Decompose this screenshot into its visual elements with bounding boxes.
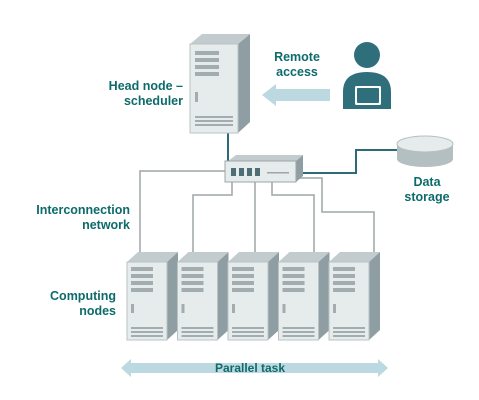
parallel-task-label: Parallel task — [214, 361, 286, 375]
network-switch-icon — [224, 155, 303, 183]
node-cable-1 — [139, 170, 225, 252]
head-node-server-icon — [189, 34, 250, 134]
remote-access-arrow — [262, 84, 330, 106]
network-cables — [139, 128, 400, 252]
switch-to-storage-cable — [296, 149, 400, 174]
head-node-label: Head node – scheduler — [108, 79, 183, 108]
interconnection-network-label: Interconnection network — [36, 203, 130, 232]
node-cable-5 — [296, 177, 375, 252]
computing-node-server-icon — [126, 252, 178, 341]
parallel-task-arrow — [121, 359, 388, 377]
data-storage-database-icon — [396, 135, 454, 167]
computing-node-server-icon — [177, 252, 229, 341]
node-cable-4 — [271, 182, 315, 252]
computing-node-server-icon — [278, 252, 330, 341]
computing-nodes-label: Computing nodes — [50, 289, 116, 318]
computing-nodes-group — [126, 252, 380, 341]
data-storage-label: Data storage — [404, 175, 450, 204]
remote-access-label: Remote access — [274, 50, 320, 79]
computing-node-server-icon — [328, 252, 380, 341]
node-cable-2 — [192, 182, 233, 252]
computing-node-server-icon — [227, 252, 279, 341]
user-laptop-icon — [343, 42, 391, 109]
